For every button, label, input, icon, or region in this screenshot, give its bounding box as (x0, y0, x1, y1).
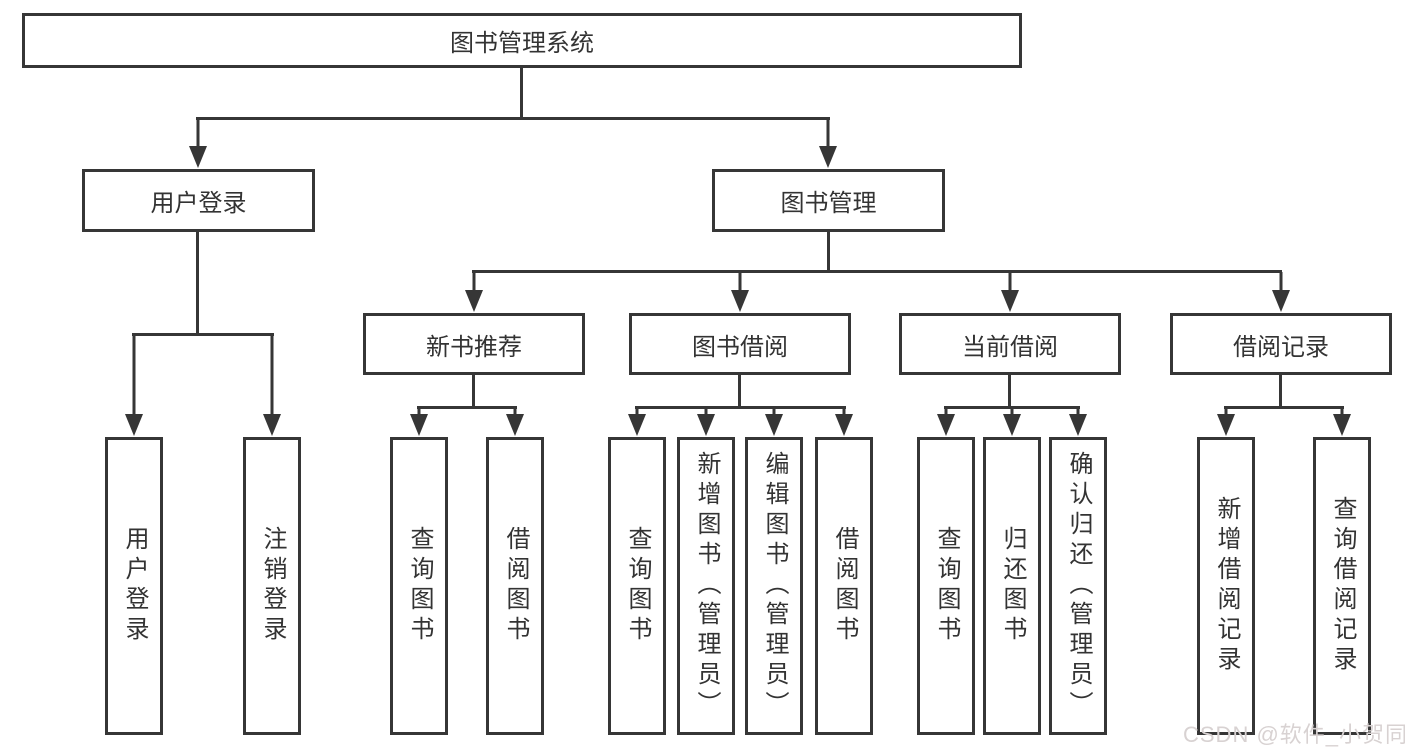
arrow-down-icon (410, 408, 428, 436)
arrow-down-icon (765, 408, 783, 436)
leaf-label: 查询图书 (406, 526, 433, 646)
leaf-label: 编辑图书（管理员） (761, 451, 788, 721)
arrow-down-icon (835, 408, 853, 436)
leaf-query-books-recommend: 查询图书 (390, 437, 448, 735)
watermark-text: CSDN @软件_小贺同学 (1183, 722, 1405, 747)
connector-line (635, 406, 846, 409)
node-label: 用户登录 (150, 190, 247, 217)
arrow-down-icon (628, 408, 646, 436)
arrow-down-icon (1069, 408, 1087, 436)
leaf-query-books-borrowing: 查询图书 (608, 437, 666, 735)
leaf-label: 查询图书 (624, 526, 651, 646)
node-book-management: 图书管理 (712, 169, 945, 232)
leaf-user-login: 用户登录 (105, 437, 163, 735)
connector-line (827, 232, 830, 273)
node-label: 借阅记录 (1233, 333, 1329, 361)
leaf-logout-login: 注销登录 (243, 437, 301, 735)
arrow-down-icon (731, 272, 749, 312)
node-library-system: 图书管理系统 (22, 13, 1022, 68)
connector-line (738, 375, 741, 409)
arrow-down-icon (1001, 272, 1019, 312)
arrow-down-icon (263, 335, 281, 436)
arrow-down-icon (819, 118, 837, 168)
arrow-down-icon (465, 272, 483, 312)
leaf-label: 注销登录 (259, 526, 286, 646)
arrow-down-icon (125, 335, 143, 436)
arrow-down-icon (1272, 272, 1290, 312)
node-label: 当前借阅 (962, 333, 1058, 361)
connector-line (196, 117, 830, 120)
leaf-label: 借阅图书 (502, 526, 529, 646)
arrow-down-icon (1333, 408, 1351, 436)
arrow-down-icon (506, 408, 524, 436)
leaf-query-books-current: 查询图书 (917, 437, 975, 735)
node-borrowing-records: 借阅记录 (1170, 313, 1392, 375)
node-label: 图书管理 (780, 190, 877, 217)
connector-line (472, 270, 1282, 273)
connector-line (472, 375, 475, 409)
connector-line (417, 406, 517, 409)
node-label: 图书借阅 (692, 333, 788, 361)
leaf-label: 用户登录 (121, 526, 148, 646)
node-book-borrowing: 图书借阅 (629, 313, 851, 375)
leaf-label: 归还图书 (999, 526, 1026, 646)
arrow-down-icon (697, 408, 715, 436)
leaf-add-borrow-record: 新增借阅记录 (1197, 437, 1255, 735)
leaf-label: 新增图书（管理员） (693, 451, 720, 721)
arrow-down-icon (1003, 408, 1021, 436)
connector-line (132, 333, 274, 336)
node-label: 新书推荐 (426, 333, 522, 361)
leaf-add-books-admin: 新增图书（管理员） (677, 437, 735, 735)
leaf-edit-books-admin: 编辑图书（管理员） (745, 437, 803, 735)
leaf-query-borrow-record: 查询借阅记录 (1313, 437, 1371, 735)
leaf-label: 查询图书 (933, 526, 960, 646)
node-current-borrowing: 当前借阅 (899, 313, 1121, 375)
leaf-label: 查询借阅记录 (1329, 496, 1356, 676)
connector-line (1279, 375, 1282, 409)
connector-line (520, 68, 523, 118)
leaf-borrow-books-recommend: 借阅图书 (486, 437, 544, 735)
leaf-label: 新增借阅记录 (1213, 496, 1240, 676)
arrow-down-icon (937, 408, 955, 436)
arrow-down-icon (1217, 408, 1235, 436)
node-label: 图书管理系统 (450, 30, 594, 57)
node-user-login: 用户登录 (82, 169, 315, 232)
leaf-confirm-return-admin: 确认归还（管理员） (1049, 437, 1107, 735)
node-new-book-recommendation: 新书推荐 (363, 313, 585, 375)
leaf-label: 确认归还（管理员） (1065, 451, 1092, 721)
leaf-label: 借阅图书 (831, 526, 858, 646)
leaf-return-books: 归还图书 (983, 437, 1041, 735)
arrow-down-icon (189, 118, 207, 168)
leaf-borrow-books-borrowing: 借阅图书 (815, 437, 873, 735)
connector-line (1008, 375, 1011, 409)
connector-line (196, 232, 199, 336)
connector-line (1224, 406, 1344, 409)
